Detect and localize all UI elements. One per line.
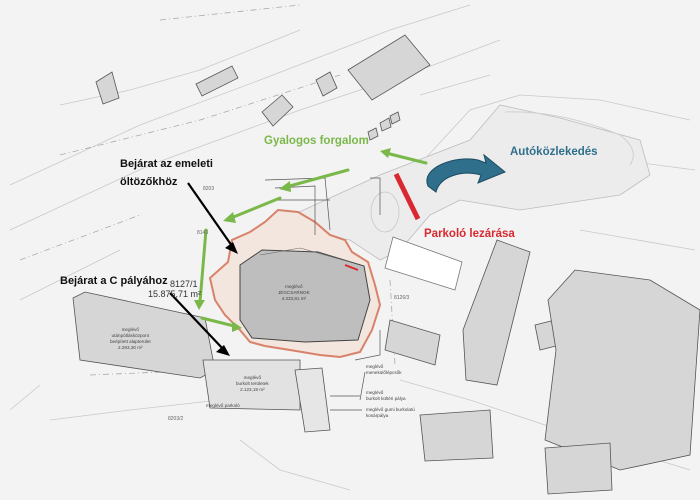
buildings (72, 34, 700, 495)
leader-lines (264, 177, 381, 411)
parking-closure-bar (393, 172, 421, 221)
parcel-number: 8127/1 (170, 279, 198, 289)
entrance-upper-label: Bejárat az emeleti öltözőkhöz (120, 155, 213, 191)
pedestrian-arrow-heads (194, 148, 391, 332)
parking-label: meglévő parkoló (206, 403, 240, 408)
car-traffic-label: Autóközlekedés (510, 146, 598, 158)
pedestrian-arrows (198, 151, 428, 328)
parcel-8126: 8126/3 (394, 295, 410, 301)
entrance-upper-line2: öltözőkhöz (120, 176, 178, 188)
road-area (258, 104, 651, 261)
parking-closure-label: Parkoló lezárása (424, 228, 515, 240)
bottom-notes-label: meglévő menekülőlépcsők meglévő burkolt … (366, 364, 415, 418)
pedestrian-traffic-label: Gyalogos forgalom (264, 135, 369, 147)
entrance-c-label: Bejárat a C pályához (60, 275, 168, 287)
parcel-8203: 8203 (203, 186, 215, 192)
parcel-8203-2: 8203/2 (168, 416, 184, 422)
left-block-label: meglévő utánpótlásközpont beépített alap… (110, 327, 151, 350)
car-traffic-arrow (426, 153, 506, 193)
parcel-area: 15.875,71 m² (148, 289, 202, 299)
ice-hall-label: meglévő JÉGCSARNOK 4.333,81 m² (278, 284, 310, 301)
entrance-upper-line1: Bejárat az emeleti (120, 158, 213, 170)
south-block-label: meglévő burkolt területek 2.123,19 m² (236, 375, 269, 392)
ice-hall (208, 208, 382, 359)
entrance-arrow-heads (216, 242, 238, 356)
parcel-8143: 8143 (197, 230, 209, 236)
entrance-arrows (169, 182, 233, 351)
